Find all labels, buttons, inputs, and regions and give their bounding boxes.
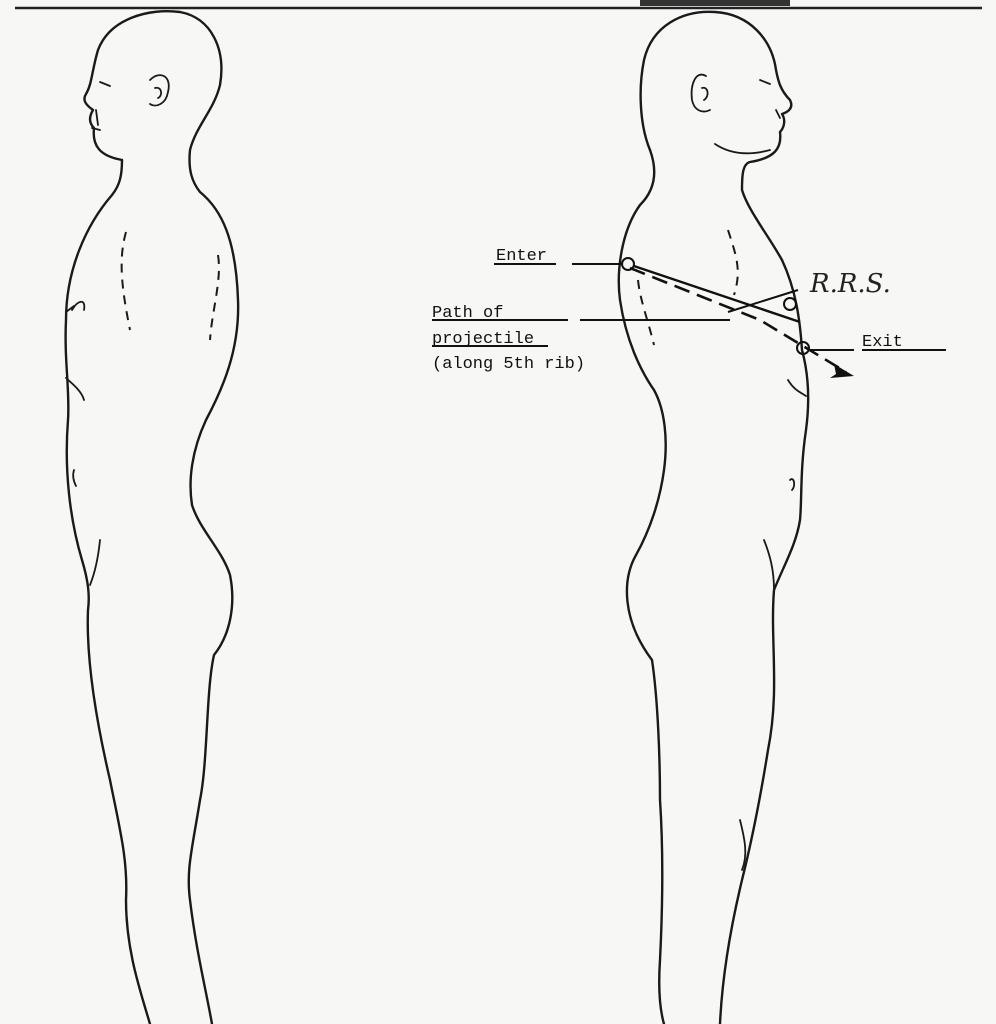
enter-label: Enter xyxy=(496,247,547,266)
arrow-head-icon xyxy=(830,364,854,378)
left-profile-figure xyxy=(66,11,239,1024)
path-label-line1: Path of xyxy=(432,304,503,323)
rib-upper-line xyxy=(634,266,800,322)
path-label-line3: (along 5th rib) xyxy=(432,355,585,374)
right-profile-figure xyxy=(619,12,808,1024)
header-fragment xyxy=(640,0,790,6)
path-label-line2: projectile xyxy=(432,330,534,349)
handwritten-initials: R.R.S. xyxy=(809,269,891,299)
wound-marker-rib xyxy=(784,298,796,310)
exit-label: Exit xyxy=(862,333,903,352)
